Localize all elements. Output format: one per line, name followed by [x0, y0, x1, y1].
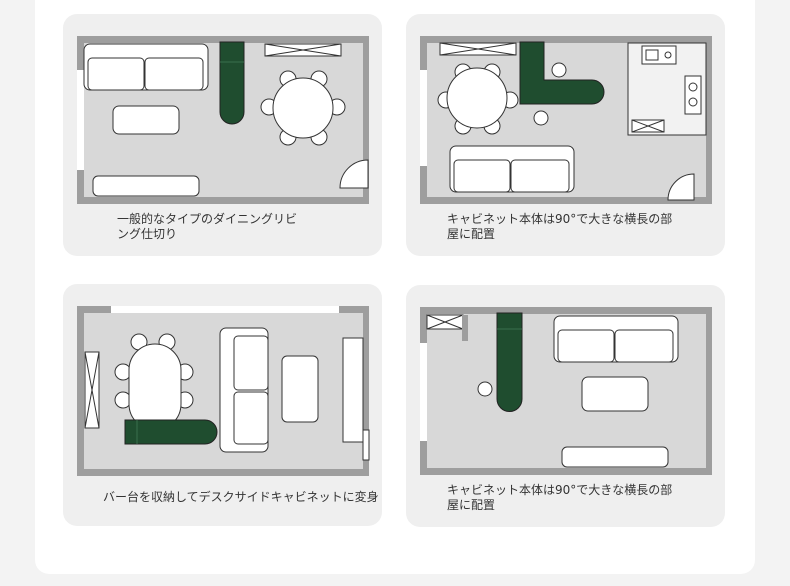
- cabinet-l-shape: [519, 41, 605, 105]
- dining-set: [437, 63, 519, 135]
- shelf: [342, 337, 364, 443]
- layout-caption-1: 一般的なタイプのダイニングリビング仕切り: [117, 212, 298, 241]
- layout-caption-4: キャビネット本体は90°で大きな横長の部屋に配置: [447, 483, 673, 512]
- dining-set: [260, 70, 346, 146]
- layout-caption-3: バー台を収納してデスクサイドキャビネットに変身: [103, 490, 379, 504]
- bench: [92, 175, 200, 197]
- floor-plan-2: [420, 36, 712, 204]
- floor-plan-4: [420, 307, 712, 475]
- floor-plan-1: [77, 36, 369, 204]
- kitchen: [627, 42, 707, 136]
- sofa: [449, 145, 575, 193]
- sofa: [553, 315, 679, 363]
- cabinet-bar: [219, 41, 245, 125]
- sofa: [83, 43, 209, 91]
- tv-stand: [426, 314, 464, 330]
- cabinet-bar: [124, 419, 218, 445]
- layout-card-3: バー台を収納してデスクサイドキャビネットに変身: [63, 284, 382, 526]
- tv-stand: [84, 351, 100, 429]
- sofa: [219, 327, 269, 453]
- bench: [561, 446, 669, 468]
- door: [667, 173, 695, 201]
- dining-set: [114, 333, 194, 431]
- layout-caption-2: キャビネット本体は90°で大きな横長の部屋に配置: [447, 212, 673, 241]
- door: [339, 159, 369, 189]
- tv-stand: [439, 42, 517, 56]
- coffee-table: [112, 105, 180, 135]
- layout-card-4: キャビネット本体は90°で大きな横長の部屋に配置: [406, 285, 725, 527]
- tv-stand: [264, 43, 342, 57]
- layout-card-2: キャビネット本体は90°で大きな横長の部屋に配置: [406, 14, 725, 256]
- cabinet-bar: [496, 312, 523, 412]
- coffee-table: [281, 355, 319, 423]
- coffee-table: [581, 376, 649, 412]
- floor-plan-3: [77, 306, 370, 476]
- layout-card-1: 一般的なタイプのダイニングリビング仕切り: [63, 14, 382, 256]
